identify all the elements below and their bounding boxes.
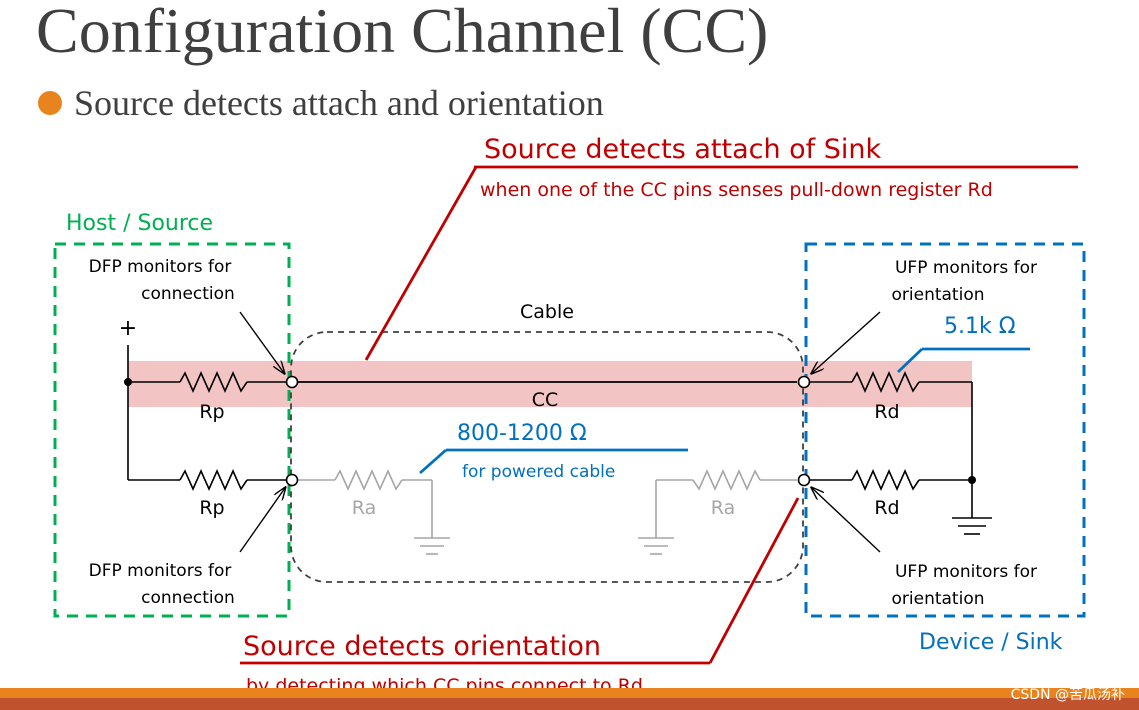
cable-label: Cable <box>520 301 574 323</box>
host-node-dot <box>124 378 132 386</box>
host-monitor-bottom-line2: connection <box>141 588 235 608</box>
annotation-red-lines <box>240 165 1078 665</box>
vbus-plus-sign: + <box>119 316 137 341</box>
host-cc2-pin <box>285 473 299 487</box>
bullet-text: Source detects attach and orientation <box>74 83 604 123</box>
ra-right-label: Ra <box>711 497 735 519</box>
ra-resistance-value: 800-1200 Ω <box>457 421 587 446</box>
host-cc1-pin <box>285 375 299 389</box>
rp-bottom-label: Rp <box>199 497 224 519</box>
device-cc1-pin <box>797 375 811 389</box>
host-source-box <box>53 242 291 618</box>
rd-top-label: Rd <box>874 401 899 423</box>
host-monitor-top-line2: connection <box>141 284 235 304</box>
ra-wiring <box>297 469 797 555</box>
powered-cable-note: for powered cable <box>462 462 615 482</box>
host-wiring <box>127 345 287 491</box>
orientation-heading: Source detects orientation <box>243 631 601 662</box>
footer-bar-orange <box>0 688 1139 698</box>
device-wiring <box>809 371 992 535</box>
footer-bar-brown <box>0 698 1139 710</box>
cable-box <box>290 331 804 583</box>
device-node-dot <box>968 476 976 484</box>
device-monitor-bottom-line1: UFP monitors for <box>895 562 1037 582</box>
device-monitor-bottom-line2: orientation <box>892 589 985 609</box>
monitor-arrows <box>239 311 881 553</box>
ra-left-label: Ra <box>352 497 376 519</box>
device-monitor-top-line2: orientation <box>892 285 985 305</box>
host-source-label: Host / Source <box>66 211 213 236</box>
cc-highlight-band <box>128 361 972 407</box>
rp-top-label: Rp <box>199 401 224 423</box>
device-cc2-pin <box>797 473 811 487</box>
device-monitor-top-line1: UFP monitors for <box>895 258 1037 278</box>
device-sink-label: Device / Sink <box>919 630 1063 655</box>
host-monitor-top-line1: DFP monitors for <box>89 257 232 277</box>
page-title: Configuration Channel (CC) <box>36 0 769 66</box>
cc-label: CC <box>532 389 559 411</box>
bullet-point: Source detects attach and orientation <box>38 80 604 126</box>
rd-bottom-label: Rd <box>874 497 899 519</box>
rd-value-label: 5.1k Ω <box>944 314 1016 339</box>
annotation-blue-lines <box>419 347 1030 475</box>
bullet-dot-icon <box>38 91 62 115</box>
attach-subtext: when one of the CC pins senses pull-down… <box>480 179 993 201</box>
watermark: CSDN @苦瓜汤补 <box>1010 687 1125 703</box>
attach-heading: Source detects attach of Sink <box>484 134 882 165</box>
device-sink-box <box>804 242 1086 618</box>
host-monitor-bottom-line1: DFP monitors for <box>89 561 232 581</box>
